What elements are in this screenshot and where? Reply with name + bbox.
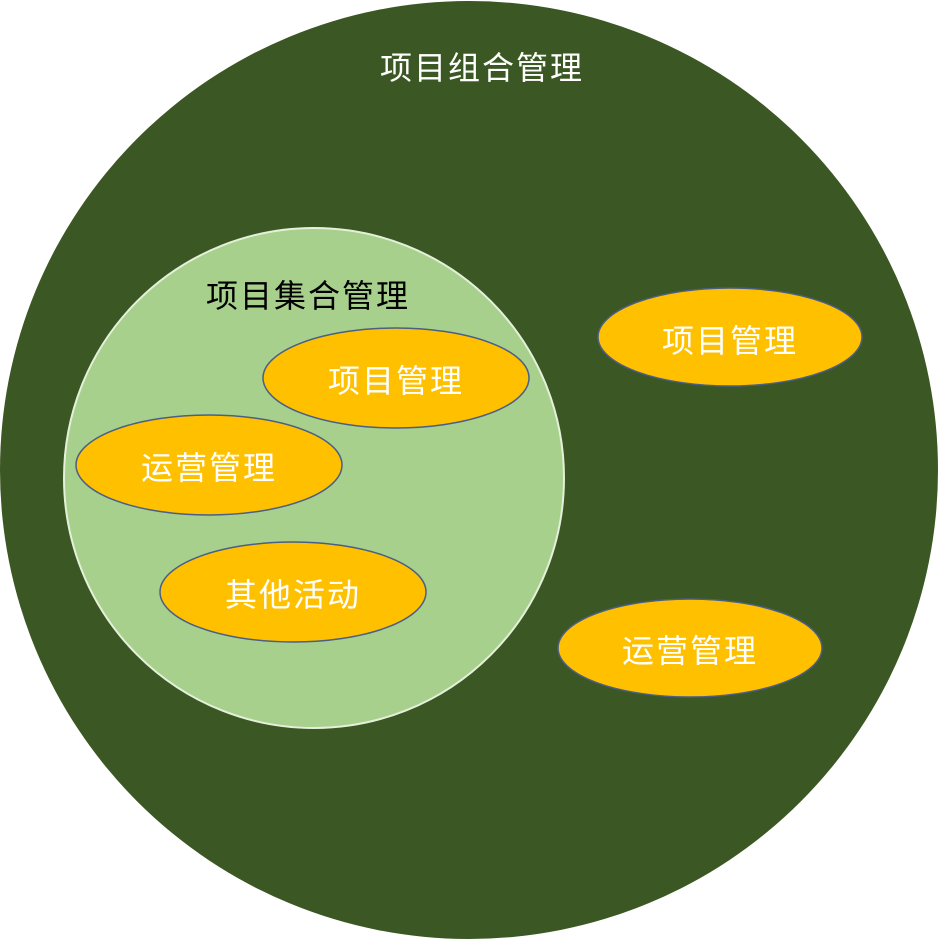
standalone-item-ellipse: [557, 598, 823, 698]
standalone-item-ellipse: [597, 287, 863, 387]
standalone-operations-management: 运营管理: [557, 598, 823, 698]
program-item-label: 项目管理: [328, 362, 464, 400]
program-item-ellipse: [75, 414, 343, 516]
program-item-project-management: 项目管理: [262, 327, 530, 429]
program-item-label: 运营管理: [141, 449, 277, 487]
program-title: 项目集合管理: [206, 277, 410, 315]
program-item-ellipse: [159, 541, 427, 643]
standalone-item-label: 运营管理: [622, 632, 758, 670]
program-item-other-activities: 其他活动: [159, 541, 427, 643]
standalone-item-label: 项目管理: [662, 322, 798, 360]
program-item-ellipse: [262, 327, 530, 429]
standalone-project-management: 项目管理: [597, 287, 863, 387]
portfolio-title: 项目组合管理: [380, 49, 584, 87]
program-item-label: 其他活动: [225, 576, 361, 614]
program-item-operations-management: 运营管理: [75, 414, 343, 516]
